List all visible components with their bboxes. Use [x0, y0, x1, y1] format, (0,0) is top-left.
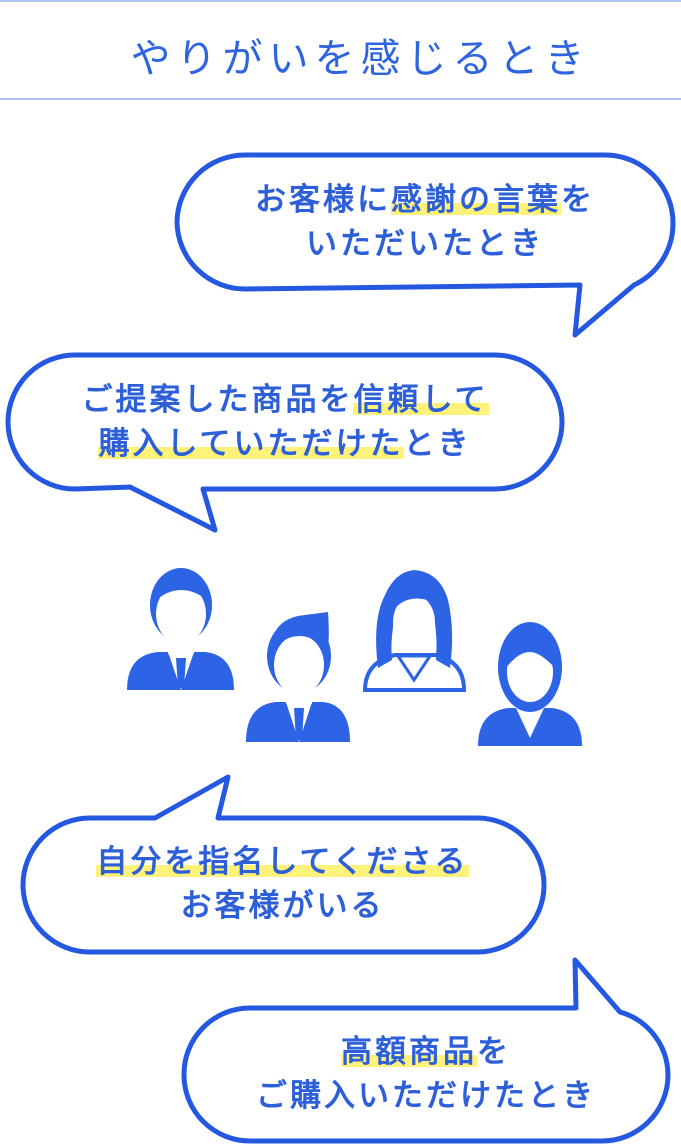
business-man-icon [127, 568, 234, 690]
bubble-3-text: 自分を指名してくださる お客様がいる [30, 840, 535, 928]
bubble-3-line-1: 自分を指名してくださる [30, 840, 535, 884]
bubble-1-text-part: お客様に [255, 182, 391, 218]
bubble-1-text-part: を [561, 182, 595, 218]
header: やりがいを感じるとき [0, 0, 681, 100]
bubble-4-text-part: を [477, 1034, 511, 1070]
bubble-2-line-1: ご提案した商品を信頼して [20, 378, 550, 422]
bubble-3-line-2: お客様がいる [180, 888, 385, 924]
bottom-rule [0, 98, 681, 100]
bubble-4-text: 高額商品を ご購入いただけたとき [190, 1030, 662, 1118]
bubble-2-text-part: とき [403, 426, 472, 462]
bubble-2-line-2: 購入していただけたとき [20, 422, 550, 466]
bubble-1-text: お客様に感謝の言葉を いただいたとき [185, 178, 665, 266]
bubble-4-line-2: ご購入いただけたとき [256, 1078, 596, 1114]
page-title: やりがいを感じるとき [130, 36, 591, 82]
bubble-3-highlight: 自分を指名してくださる [96, 844, 469, 880]
bubble-1-highlight: 感謝の言葉 [391, 182, 561, 218]
top-rule [0, 0, 681, 2]
bubble-4-line-1: 高額商品を [190, 1030, 662, 1074]
business-man-icon [246, 612, 350, 742]
bubble-2-highlight: 信頼して [353, 382, 489, 418]
business-woman-icon [478, 622, 582, 746]
bubble-2-highlight: 購入していただけた [98, 426, 404, 462]
bubble-4-highlight: 高額商品 [341, 1034, 477, 1070]
bubble-2-text: ご提案した商品を信頼して 購入していただけたとき [20, 378, 550, 466]
business-woman-icon [362, 570, 467, 692]
bubble-2-text-part: ご提案した商品を [81, 382, 354, 418]
bubble-1-line-2: いただいたとき [306, 226, 544, 262]
bubble-1-line-1: お客様に感謝の言葉を [185, 178, 665, 222]
